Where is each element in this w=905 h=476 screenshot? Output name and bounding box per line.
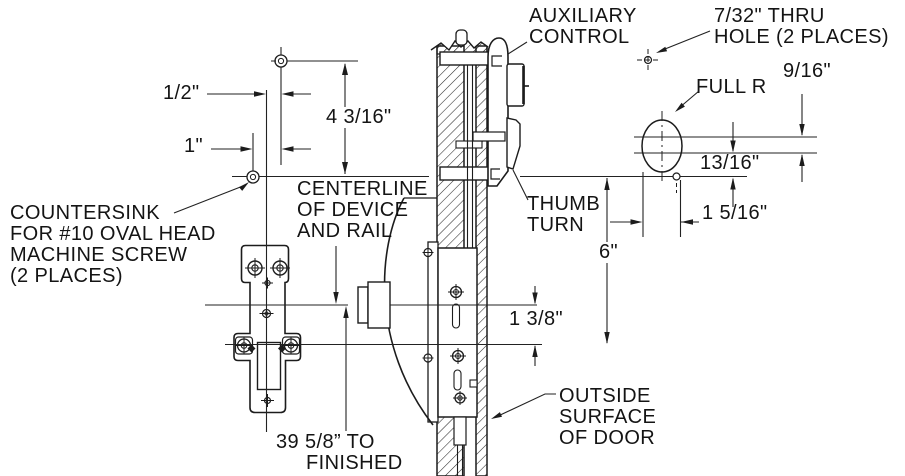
callout-floor-reference: 39 5/8” TO FINISHED [276,432,403,474]
thru-hole-leader [659,30,711,52]
callout-line: SURFACE [559,406,657,428]
spindle [472,131,506,142]
callout-centerline: CENTERLINE OF DEVICE AND RAIL [297,179,428,242]
diamond-mark [278,344,286,353]
dim-1-3-8: 1 3/8" [509,308,563,330]
latch-opening [256,341,282,391]
callout-line: FINISHED [306,452,403,474]
callout-thru-hole: 7/32" THRU HOLE (2 PLACES) [714,6,889,48]
auxiliary-leader [507,41,528,55]
dim-9-16: 9/16" [783,60,832,82]
auxiliary-control-housing [506,63,525,107]
faceplate-screw-marks [422,247,434,364]
callout-full-r: FULL R [696,76,767,98]
callout-line: AND RAIL [297,220,393,242]
callout-line: MACHINE SCREW [10,244,188,266]
callout-line: 39 5/8” TO [276,431,375,453]
dim-6: 6" [597,241,621,263]
callout-line: THUMB [527,193,601,215]
callout-line: OF DOOR [559,427,656,449]
cylinder-slot [641,111,683,183]
diamond-mark [247,344,256,353]
callout-line: CENTERLINE [297,178,428,200]
thumb-turn-leader [512,169,529,201]
callout-line: COUNTERSINK [10,202,160,224]
mortise-lock [422,241,478,476]
callout-line: HOLE (2 PLACES) [714,26,889,48]
callout-line: (2 PLACES) [10,265,123,287]
callout-countersink: COUNTERSINK FOR #10 OVAL HEAD MACHINE SC… [10,203,216,287]
callout-line: TURN [527,214,585,236]
dim-1-2: 1/2" [163,82,200,104]
callout-outside-surface: OUTSIDE SURFACE OF DOOR [559,386,656,449]
callout-line: OF DEVICE [297,199,409,221]
callout-line: AUXILIARY [529,5,637,27]
lock-case [437,247,478,418]
dim-13-16: 13/16" [700,152,760,174]
callout-line: OUTSIDE [559,385,651,407]
dim-4-3-16: 4 3/16" [324,106,394,128]
callout-line: 7/32" THRU [714,5,825,27]
trim-plate [487,37,509,187]
outside-trim [472,37,529,187]
crossbar [455,140,483,149]
callout-line: FOR #10 OVAL HEAD [10,223,216,245]
callout-auxiliary-control: AUXILIARY CONTROL [529,6,637,48]
door-break-line [430,39,489,52]
callout-line: CONTROL [529,26,630,48]
countersink-leader [173,185,244,214]
faceplate [427,241,439,423]
strike-plate [233,244,302,414]
arrowheads [239,46,805,419]
latch-rod [453,416,467,446]
outside-surface-leader [495,393,556,418]
thru-hole-2 [672,172,681,181]
cylinder-housing [357,281,391,329]
dim-1: 1" [184,135,204,157]
rod-top [455,29,468,46]
mounting-holes [246,49,681,193]
dim-1-5-16: 1 5/16" [702,202,768,224]
callout-thumb-turn: THUMB TURN [527,194,600,236]
thumb-turn-shape [506,117,521,170]
